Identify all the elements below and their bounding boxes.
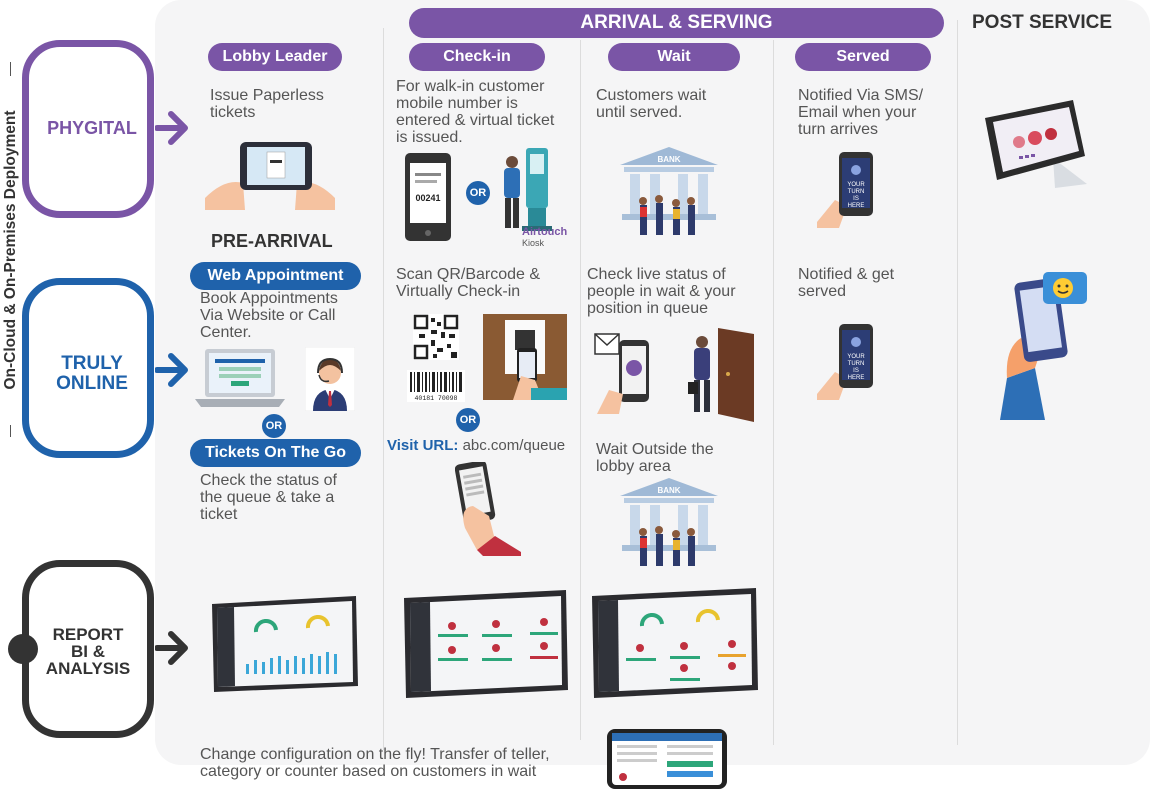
served-pill: Served [795, 43, 931, 71]
svg-text:HERE: HERE [848, 203, 865, 209]
bank-illustration: BANK [620, 147, 718, 235]
laptop-illustration [195, 349, 285, 407]
svg-text:TURN: TURN [848, 189, 865, 195]
report-dot [8, 634, 38, 664]
feedback-tablet-illustration [985, 100, 1087, 188]
kiosk-brand: Airtouch [522, 226, 568, 238]
web-appointment-pill: Web Appointment [190, 262, 361, 290]
column-divider [580, 40, 581, 740]
dashboard-screenshot [404, 590, 568, 698]
qr-code-illustration [413, 314, 459, 360]
svg-text:HERE: HERE [848, 375, 865, 381]
phygital-box [22, 40, 154, 218]
column-divider [957, 20, 958, 745]
svg-text:BANK: BANK [657, 155, 680, 164]
bracket-top [10, 62, 11, 76]
kiosk-illustration [504, 148, 552, 231]
bracket-bottom [10, 425, 11, 437]
scan-poster-illustration [483, 314, 567, 400]
ticket-number: 00241 [415, 193, 440, 203]
kiosk-sub: Kiosk [522, 238, 545, 248]
svg-text:IS: IS [853, 196, 859, 202]
pre-arrival-header: PRE-ARRIVAL [211, 231, 333, 251]
agent-illustration [305, 347, 355, 411]
change-config-text: Change configuration on the fly! Transfe… [200, 746, 550, 780]
svg-text:40181 70098: 40181 70098 [415, 395, 458, 402]
or-badge: OR [262, 414, 286, 438]
phygital-label: PHYGITAL [47, 118, 137, 138]
wait-outside-person-illustration [688, 328, 754, 422]
live-status-phone-illustration [594, 333, 649, 414]
feedback-phone-illustration [1000, 272, 1087, 420]
or-badge: OR [466, 181, 490, 205]
mobile-config-screenshot [607, 729, 727, 789]
tickets-on-the-go-pill: Tickets On The Go [190, 439, 361, 467]
arrow-right-icon [155, 111, 188, 145]
report-box [22, 560, 154, 738]
column-divider [383, 28, 384, 750]
phone-notification-illustration: YOUR TURN IS HERE [817, 152, 873, 228]
deployment-label: On-Cloud & On-Premises Deployment [2, 110, 19, 390]
post-service-header: POST SERVICE [972, 12, 1113, 33]
phone-notification-illustration: YOUR TURN IS HERE [817, 324, 873, 400]
scan-qr-text: Scan QR/Barcode &Virtually Check-in [396, 266, 541, 300]
dashboard-screenshot [592, 588, 758, 698]
lobby-leader-pill: Lobby Leader [208, 43, 342, 71]
arrow-right-icon [155, 353, 188, 387]
arrival-serving-header: ARRIVAL & SERVING [409, 8, 944, 38]
svg-text:YOUR: YOUR [847, 354, 865, 360]
svg-text:IS: IS [853, 368, 859, 374]
svg-text:BANK: BANK [657, 486, 680, 495]
dashboard-screenshot [212, 596, 358, 692]
mobile-queue-illustration [455, 462, 521, 556]
svg-text:YOUR: YOUR [847, 182, 865, 188]
barcode-illustration: 40181 70098 [407, 370, 465, 402]
tablet-hands-illustration [205, 142, 335, 210]
bank-illustration: BANK [620, 478, 718, 566]
arrow-right-icon [155, 631, 188, 665]
column-divider [773, 40, 774, 745]
visit-url-text: Visit URL: abc.com/queue [387, 437, 566, 454]
check-in-pill: Check-in [409, 43, 545, 71]
or-badge: OR [456, 408, 480, 432]
wait-pill: Wait [608, 43, 740, 71]
ticket-device-illustration: 00241 [405, 153, 451, 241]
truly-online-box [22, 278, 154, 458]
svg-text:TURN: TURN [848, 361, 865, 367]
